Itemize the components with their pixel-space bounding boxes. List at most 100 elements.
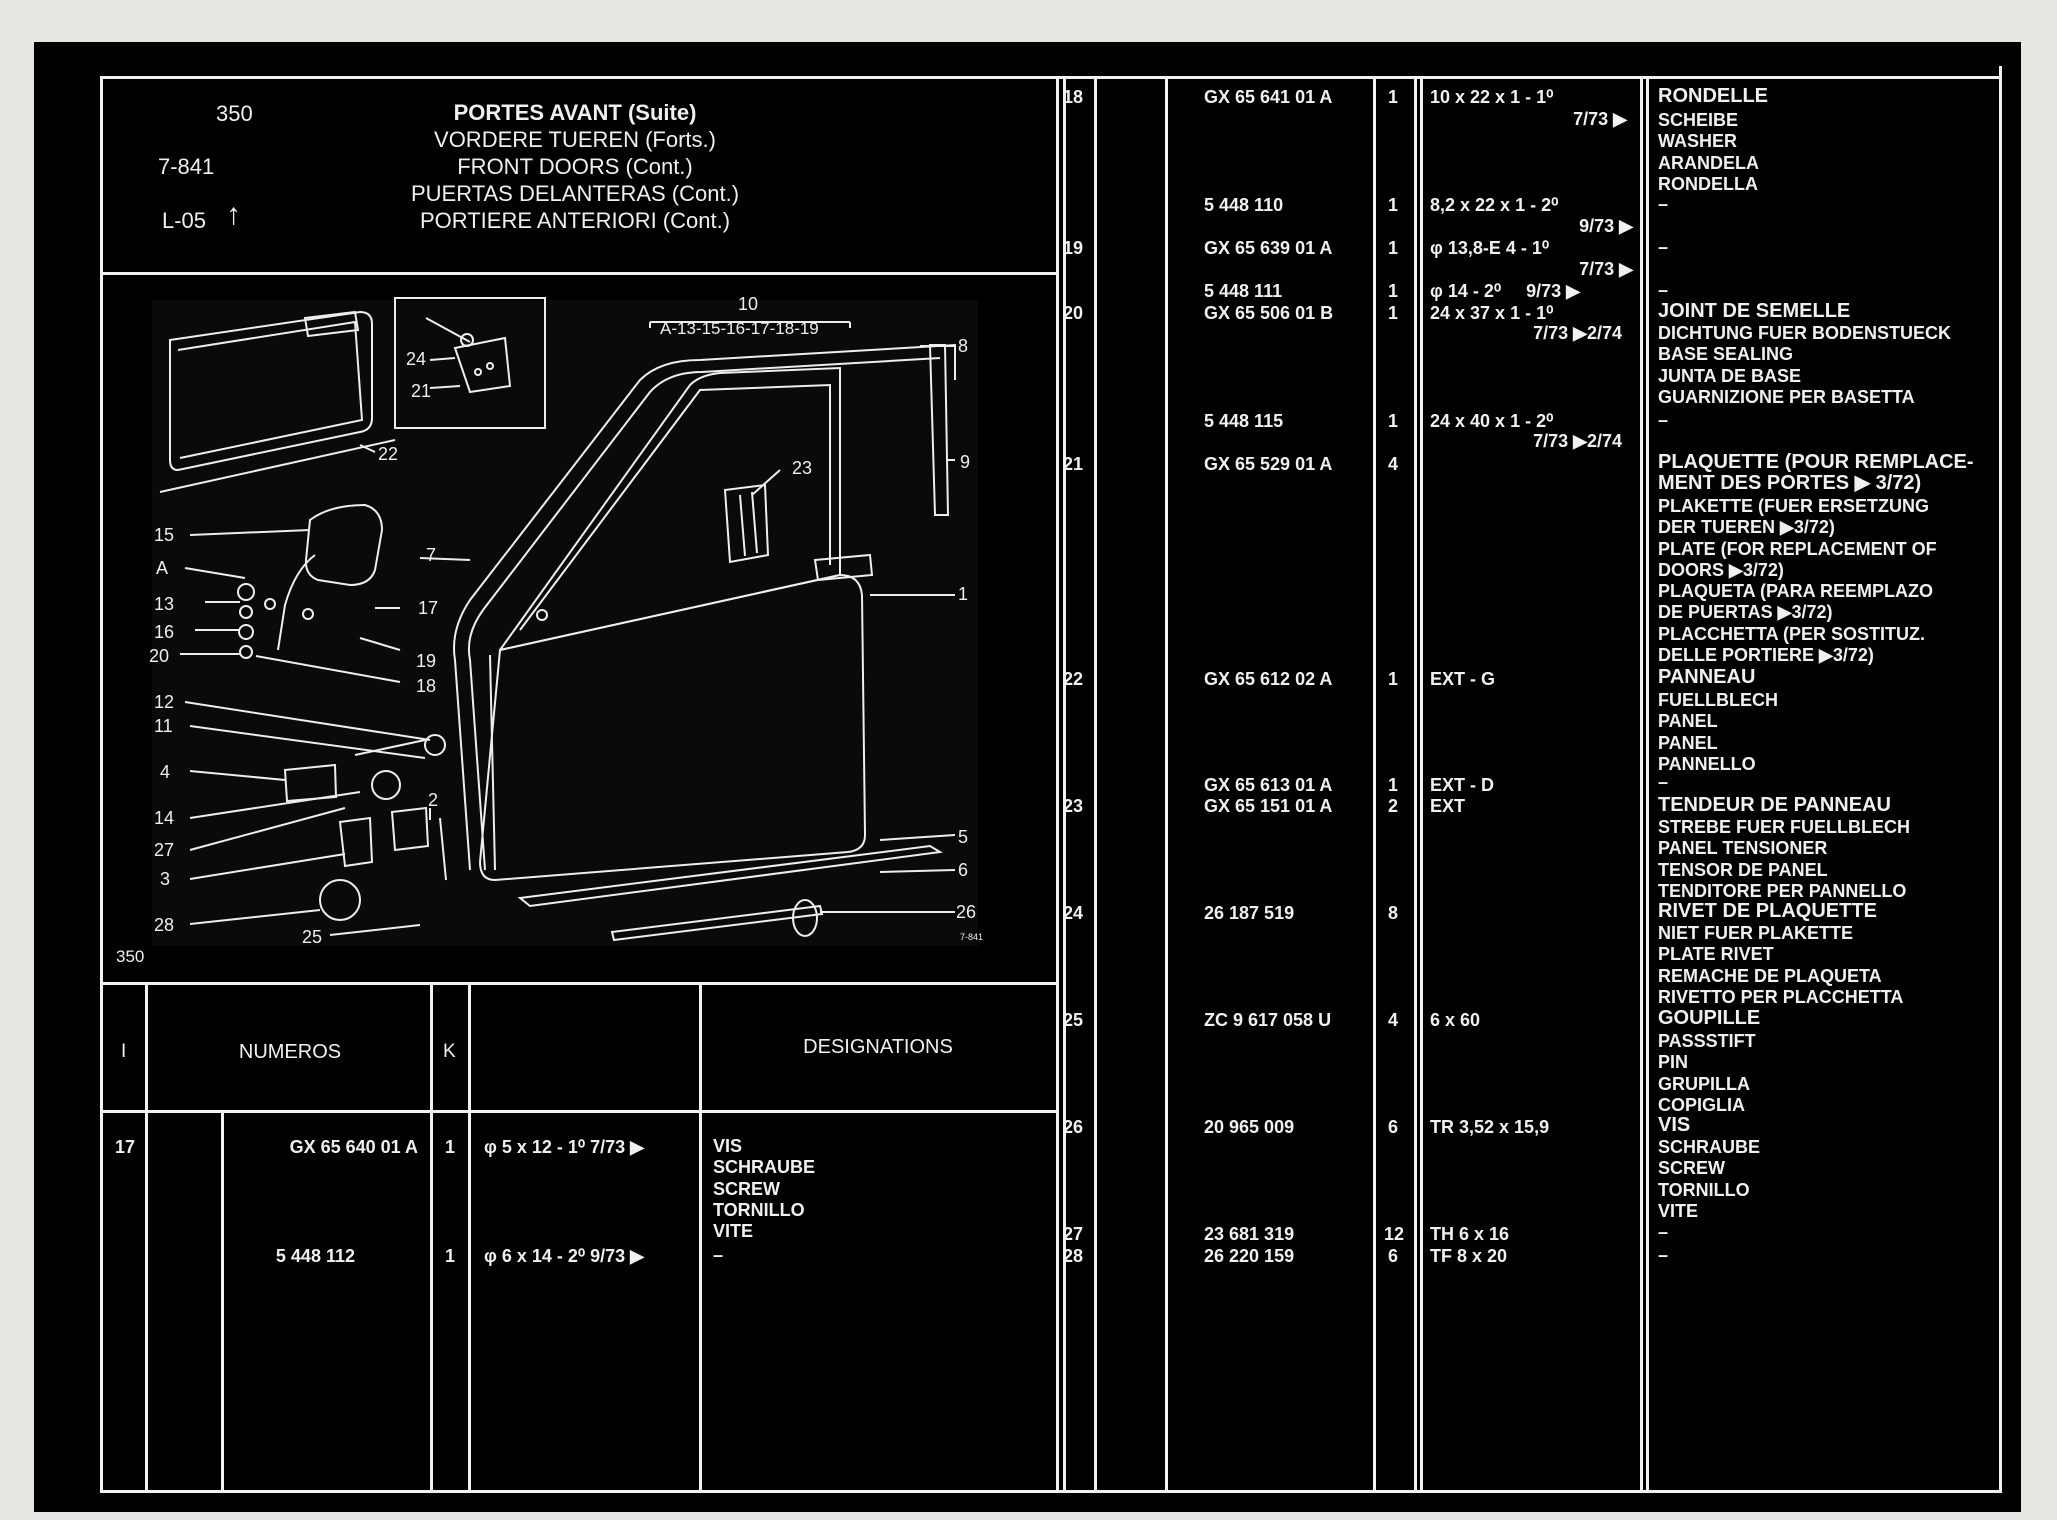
- right-row-number: GX 65 612 02 A: [1204, 669, 1333, 689]
- parts-catalog-sheet: [34, 42, 2021, 1512]
- right-row-spec-date: 7/73 ▶2/74: [1533, 323, 1622, 343]
- callout-28: 28: [154, 915, 174, 935]
- right-row-qty: 1: [1388, 303, 1399, 323]
- callout-10: 10: [738, 294, 758, 314]
- right-row-index: 22: [1063, 669, 1084, 689]
- callout-4: 4: [160, 762, 170, 782]
- right-row-desc: –: [1658, 772, 1669, 792]
- right-row-spec-date: 9/73 ▶: [1579, 216, 1633, 236]
- header-divider: [100, 272, 1058, 275]
- left-col-line-4: [468, 984, 471, 1493]
- right-row-desc-title: RIVET DE PLAQUETTE: [1658, 900, 1877, 922]
- right-row-desc-title: VIS: [1658, 1114, 1691, 1136]
- header-title-fr: PORTES AVANT (Suite): [453, 100, 697, 125]
- right-col-line-4: [1414, 76, 1417, 1493]
- right-row-spec: 6 x 60: [1430, 1010, 1481, 1030]
- callout-6: 6: [958, 860, 968, 880]
- left-row-alt-spec: φ 6 x 14 - 2⁰ 9/73 ▶: [484, 1246, 645, 1266]
- diagram-footer-label: 350: [116, 947, 144, 966]
- right-row-index: 28: [1063, 1246, 1084, 1266]
- right-row-index: 20: [1063, 303, 1084, 323]
- right-row-number: 5 448 111: [1204, 281, 1283, 301]
- callout-17: 17: [418, 598, 438, 618]
- right-col-line-6: [1640, 76, 1643, 1493]
- right-row-desc-title: JOINT DE SEMELLE: [1658, 300, 1851, 322]
- callout-a: A: [156, 558, 168, 578]
- right-row-number: 23 681 319: [1204, 1224, 1295, 1244]
- right-row-index: 25: [1063, 1010, 1084, 1030]
- callout-5: 5: [958, 827, 968, 847]
- callout-13: 13: [154, 594, 174, 614]
- frame-bottom-line: [100, 1490, 2002, 1493]
- callout-19: 19: [416, 651, 436, 671]
- callout-14: 14: [154, 808, 174, 828]
- right-row-spec: 8,2 x 22 x 1 - 2⁰: [1430, 195, 1559, 215]
- left-row-17-spec: φ 5 x 12 - 1⁰ 7/73 ▶: [484, 1137, 645, 1157]
- right-row-desc: NIET FUER PLAKETTE PLATE RIVET REMACHE D…: [1658, 923, 1904, 1007]
- right-row-spec-date: 7/73 ▶: [1579, 259, 1633, 279]
- header-title-it: PORTIERE ANTERIORI (Cont.): [419, 208, 731, 233]
- right-row-qty: 1: [1388, 669, 1399, 689]
- right-row-qty: 4: [1388, 1010, 1399, 1030]
- left-row-alt-designation: –: [713, 1245, 724, 1265]
- right-row-number: GX 65 529 01 A: [1204, 454, 1333, 474]
- right-row-desc: –: [1658, 410, 1669, 430]
- plate-rivet-inset-drawing: [425, 317, 512, 394]
- callout-3: 3: [160, 869, 170, 889]
- right-row-index: 19: [1063, 238, 1084, 258]
- callout-15: 15: [154, 525, 174, 545]
- right-col-line-2: [1165, 76, 1168, 1493]
- col-header-k: K: [443, 1041, 456, 1062]
- right-row-desc-title: TENDEUR DE PANNEAU: [1658, 794, 1891, 816]
- right-row-qty: 1: [1388, 195, 1399, 215]
- left-row-alt-number: 5 448 112: [275, 1246, 355, 1266]
- right-row-number: GX 65 151 01 A: [1204, 796, 1333, 816]
- mirror-and-small-parts-drawing: [237, 503, 447, 921]
- right-row-index: 27: [1063, 1224, 1084, 1244]
- callout-21: 21: [411, 381, 431, 401]
- callout-25: 25: [302, 927, 322, 947]
- frame-right-line: [1999, 66, 2002, 1493]
- right-row-qty: 4: [1388, 454, 1399, 474]
- callout-2: 2: [428, 790, 438, 810]
- right-row-spec: 24 x 40 x 1 - 2⁰: [1430, 411, 1554, 431]
- right-row-spec: EXT - G: [1430, 669, 1496, 689]
- left-row-17-number: GX 65 640 01 A: [289, 1137, 418, 1157]
- left-row-17-index: 17: [115, 1137, 136, 1157]
- right-row-number: 20 965 009: [1204, 1117, 1295, 1137]
- left-row-alt-qty: 1: [445, 1246, 456, 1266]
- left-col-line-1: [145, 984, 148, 1493]
- right-row-number: 26 220 159: [1204, 1246, 1295, 1266]
- right-row-desc-title: PANNEAU: [1658, 666, 1756, 688]
- right-row-index: 23: [1063, 796, 1084, 816]
- right-row-desc: SCHRAUBE SCREW TORNILLO VITE: [1658, 1137, 1761, 1221]
- diagram-bottom-divider: [100, 982, 1058, 985]
- right-row-desc: FUELLBLECH PANEL PANEL PANNELLO: [1658, 690, 1778, 774]
- right-row-desc: SCHEIBE WASHER ARANDELA RONDELLA: [1658, 110, 1759, 194]
- right-row-desc: STREBE FUER FUELLBLECH PANEL TENSIONER T…: [1658, 817, 1910, 901]
- left-col-line-5: [699, 984, 702, 1493]
- header-title-de: VORDERE TUEREN (Forts.): [434, 127, 716, 152]
- right-row-number: GX 65 506 01 B: [1204, 303, 1334, 323]
- right-row-spec: 24 x 37 x 1 - 1⁰: [1430, 303, 1554, 323]
- right-row-index: 24: [1063, 903, 1084, 923]
- col-header-designations: DESIGNATIONS: [803, 1036, 953, 1058]
- frame-top-line: [100, 76, 2002, 79]
- right-col-line-7: [1646, 76, 1649, 1493]
- header-code-7841: 7-841: [158, 154, 215, 179]
- callout-24: 24: [406, 349, 426, 369]
- right-row-index: 21: [1063, 454, 1084, 474]
- right-row-qty: 1: [1388, 87, 1399, 107]
- col-header-numeros: NUMEROS: [238, 1041, 342, 1063]
- right-row-number: 5 448 115: [1204, 411, 1284, 431]
- right-row-desc: –: [1658, 1245, 1669, 1265]
- callout-1: 1: [958, 584, 968, 604]
- right-row-desc: –: [1658, 1222, 1669, 1242]
- right-row-qty: 12: [1384, 1224, 1405, 1244]
- right-col-line-5: [1420, 76, 1423, 1493]
- frame-left-line: [100, 76, 103, 1493]
- right-row-number: GX 65 613 01 A: [1204, 775, 1333, 795]
- right-row-desc-title: RONDELLE: [1658, 85, 1768, 107]
- callout-26: 26: [956, 902, 976, 922]
